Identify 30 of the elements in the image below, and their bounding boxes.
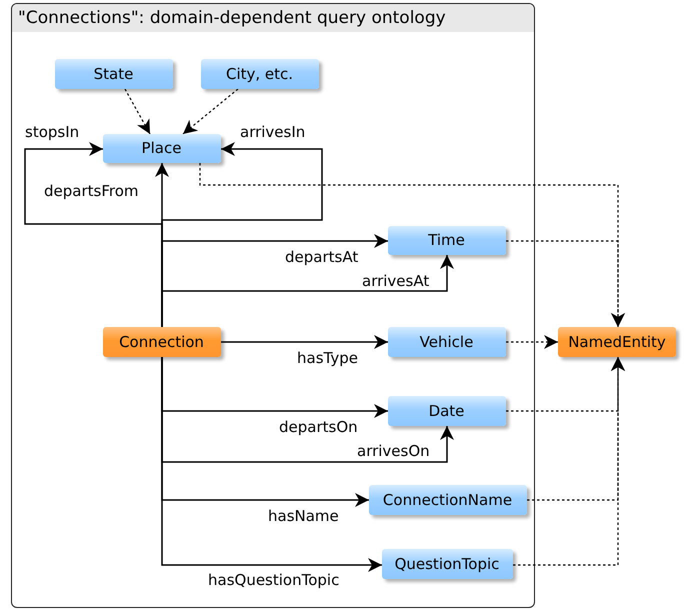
edge-label: arrivesIn bbox=[240, 124, 306, 140]
dotted-arrow bbox=[513, 357, 625, 566]
edge-label: hasName bbox=[268, 508, 339, 524]
class-box: Time bbox=[388, 226, 506, 254]
class-box: City, etc. bbox=[200, 58, 318, 88]
edge-label: hasType bbox=[297, 350, 358, 366]
arrow bbox=[221, 335, 388, 349]
dotted-arrow bbox=[506, 240, 625, 327]
edge-label: departsFrom bbox=[44, 183, 138, 199]
edge-label: departsAt bbox=[285, 249, 358, 265]
edge-label: arrivesAt bbox=[362, 273, 430, 289]
class-box: Connection bbox=[102, 326, 220, 356]
class-box: Vehicle bbox=[388, 326, 506, 356]
frame-panel bbox=[11, 3, 535, 608]
class-box: State bbox=[54, 58, 172, 88]
edge-label: departsOn bbox=[279, 419, 358, 435]
edge-label: arrivesOn bbox=[357, 443, 430, 459]
class-box: ConnectionName bbox=[368, 484, 526, 514]
edge-label: hasQuestionTopic bbox=[208, 572, 340, 588]
dotted-arrow bbox=[124, 88, 151, 134]
class-box: QuestionTopic bbox=[382, 548, 512, 578]
dotted-arrow bbox=[506, 335, 558, 349]
arrow bbox=[161, 357, 382, 572]
frame-title: "Connections": domain-dependent query ontology bbox=[12, 4, 534, 32]
arrow bbox=[161, 255, 454, 327]
dotted-arrow bbox=[182, 88, 238, 134]
edge-label: stopsIn bbox=[25, 124, 80, 140]
class-box: Date bbox=[388, 396, 506, 426]
class-box: NamedEntity bbox=[558, 327, 676, 357]
class-box: Place bbox=[102, 134, 220, 162]
